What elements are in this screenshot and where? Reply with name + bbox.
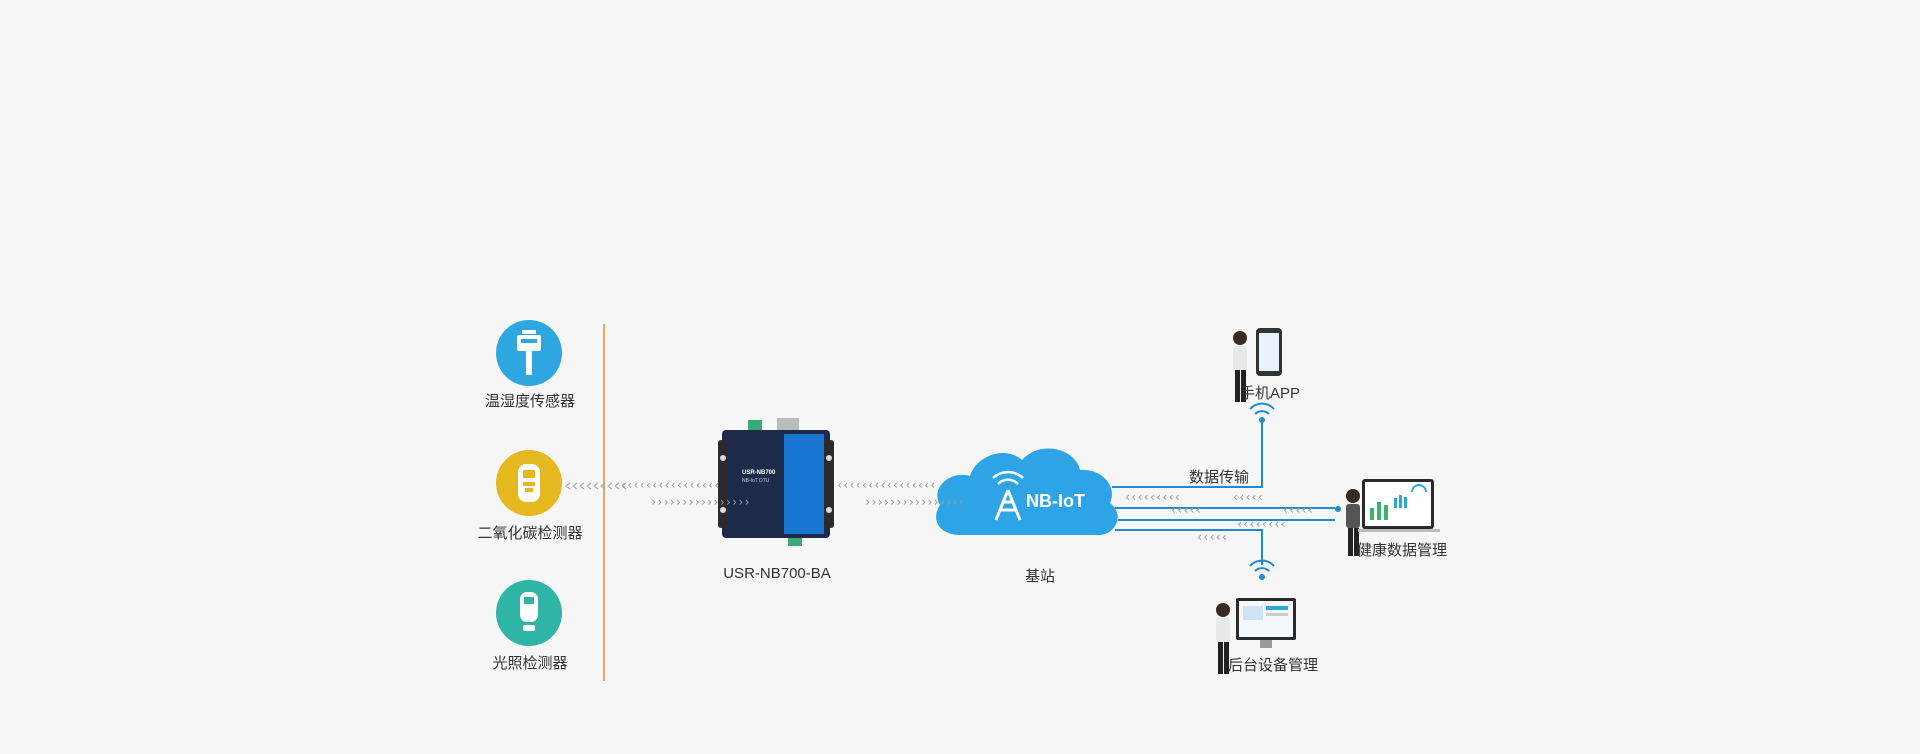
sensor-label-light: 光照检测器	[492, 655, 568, 672]
device-label: USR-NB700-BA	[723, 565, 831, 582]
light-detector-icon	[520, 592, 538, 631]
temperature-humidity-sensor-icon	[517, 330, 541, 375]
wifi-icon-mobile	[1249, 402, 1275, 423]
sensor-circle-temperature	[496, 320, 562, 386]
device-faceplate-sub: NB-IoT DTU	[742, 478, 770, 484]
backend-device-label: 后台设备管理	[1228, 657, 1319, 674]
health-data-label: 健康数据管理	[1357, 542, 1448, 559]
connection-lines	[1112, 420, 1335, 565]
person-backend-icon	[1216, 598, 1296, 674]
device-faceplate-model: USR-NB700	[742, 470, 776, 476]
arrow-group-sensor-device	[565, 482, 627, 490]
dtu-device	[718, 418, 834, 546]
mobile-app-label: 手机APP	[1240, 385, 1301, 402]
wifi-icon-health	[1335, 506, 1341, 512]
arrow-strip-line-2b: ‹‹‹‹‹	[1282, 503, 1314, 517]
person-health-icon	[1346, 479, 1440, 556]
co2-detector-icon	[518, 464, 540, 502]
nb-iot-cloud	[936, 448, 1118, 536]
arrow-strip-device-to-cloud-right: ››››››››››››››››	[864, 495, 965, 509]
line-to-mobile	[1112, 420, 1263, 488]
arrow-strip-sensor-to-device-left: ‹‹‹‹‹‹‹‹‹‹‹‹‹‹‹‹	[620, 478, 721, 492]
sensor-label-temperature: 温湿度传感器	[484, 393, 576, 410]
wifi-icon-backend	[1249, 559, 1275, 580]
sensor-divider	[603, 324, 605, 681]
arrow-strip-device-to-cloud-left: ‹‹‹‹‹‹‹‹‹‹‹‹‹‹‹‹	[836, 478, 937, 492]
arrow-strip-line-1a: ‹‹‹‹‹‹‹‹‹	[1124, 490, 1181, 504]
person-mobile-icon	[1233, 328, 1282, 402]
arrow-strip-line-3b: ‹‹‹‹‹	[1196, 530, 1228, 544]
line-to-backend	[1115, 529, 1263, 565]
sensor-circle-co2	[496, 450, 562, 516]
arrow-strip-line-3a: ‹‹‹‹‹‹‹‹	[1236, 517, 1287, 531]
cloud-label: NB-IoT	[1026, 491, 1085, 511]
arrow-strip-line-2a: ‹‹‹‹‹	[1170, 503, 1202, 517]
base-station-label: 基站	[1024, 568, 1056, 585]
arrow-strip-line-1b: ‹‹‹‹‹	[1232, 490, 1264, 504]
arrow-left-row-1	[565, 482, 627, 490]
arrow-strip-sensor-to-device-right: ››››››››››››››››	[650, 495, 751, 509]
sensor-label-co2: 二氧化碳检测器	[477, 525, 583, 542]
transmission-label: 数据传输	[1189, 469, 1250, 486]
sensor-circle-light	[496, 580, 562, 646]
